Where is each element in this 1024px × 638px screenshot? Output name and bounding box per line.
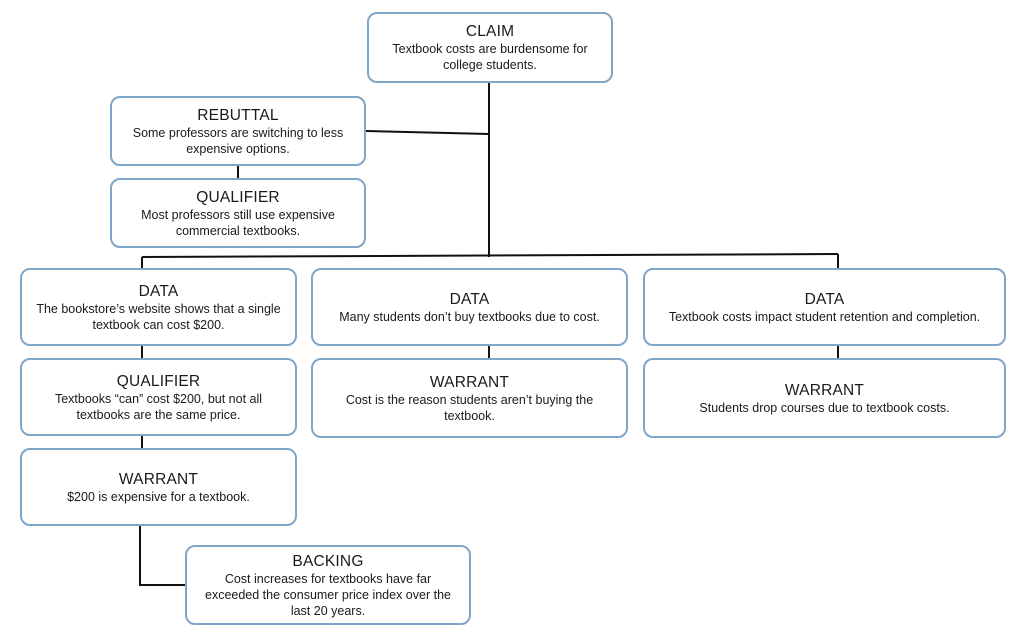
warrant-3-title: WARRANT bbox=[784, 381, 865, 399]
qualifier-top-text: Most professors still use expensive comm… bbox=[141, 207, 335, 238]
warrant-1-title: WARRANT bbox=[118, 470, 199, 488]
qualifier-box-1: QUALIFIER Textbooks “can” cost $200, but… bbox=[20, 358, 297, 436]
connector-data-bar bbox=[141, 253, 839, 258]
claim-title: CLAIM bbox=[465, 23, 515, 40]
connector-rebuttal-claim bbox=[365, 130, 490, 135]
qualifier-1-title: QUALIFIER bbox=[116, 372, 201, 390]
warrant-2-text: Cost is the reason students aren’t buyin… bbox=[345, 392, 594, 423]
rebuttal-title: REBUTTAL bbox=[197, 106, 279, 124]
rebuttal-box: REBUTTAL Some professors are switching t… bbox=[110, 96, 366, 166]
claim-text: Textbook costs are burdensome for colleg… bbox=[392, 42, 588, 72]
qualifier-top-title: QUALIFIER bbox=[196, 188, 280, 206]
data-box-1: DATA The bookstore’s website shows that … bbox=[20, 268, 297, 346]
data-1-text: The bookstore’s website shows that a sin… bbox=[36, 301, 281, 332]
claim-box: CLAIM Textbook costs are burdensome for … bbox=[367, 12, 613, 83]
data-1-title: DATA bbox=[138, 282, 179, 300]
backing-title: BACKING bbox=[292, 552, 364, 570]
rebuttal-text: Some professors are switching to less ex… bbox=[132, 125, 344, 156]
warrant-box-1: WARRANT $200 is expensive for a textbook… bbox=[20, 448, 297, 526]
data-box-3: DATA Textbook costs impact student reten… bbox=[643, 268, 1006, 346]
data-box-2: DATA Many students don’t buy textbooks d… bbox=[311, 268, 628, 346]
warrant-3-text: Students drop courses due to textbook co… bbox=[699, 400, 950, 415]
qualifier-box-top: QUALIFIER Most professors still use expe… bbox=[110, 178, 366, 248]
backing-box: BACKING Cost increases for textbooks hav… bbox=[185, 545, 471, 625]
warrant-2-title: WARRANT bbox=[429, 373, 510, 391]
warrant-1-text: $200 is expensive for a textbook. bbox=[67, 489, 250, 504]
warrant-box-3: WARRANT Students drop courses due to tex… bbox=[643, 358, 1006, 438]
backing-text: Cost increases for textbooks have far ex… bbox=[205, 571, 451, 618]
data-3-title: DATA bbox=[804, 290, 845, 308]
data-3-text: Textbook costs impact student retention … bbox=[668, 309, 981, 324]
data-2-title: DATA bbox=[449, 290, 490, 308]
warrant-box-2: WARRANT Cost is the reason students aren… bbox=[311, 358, 628, 438]
connector-warrant-1-backing bbox=[139, 526, 185, 586]
data-2-text: Many students don’t buy textbooks due to… bbox=[339, 309, 600, 324]
qualifier-1-text: Textbooks “can” cost $200, but not all t… bbox=[54, 391, 263, 422]
